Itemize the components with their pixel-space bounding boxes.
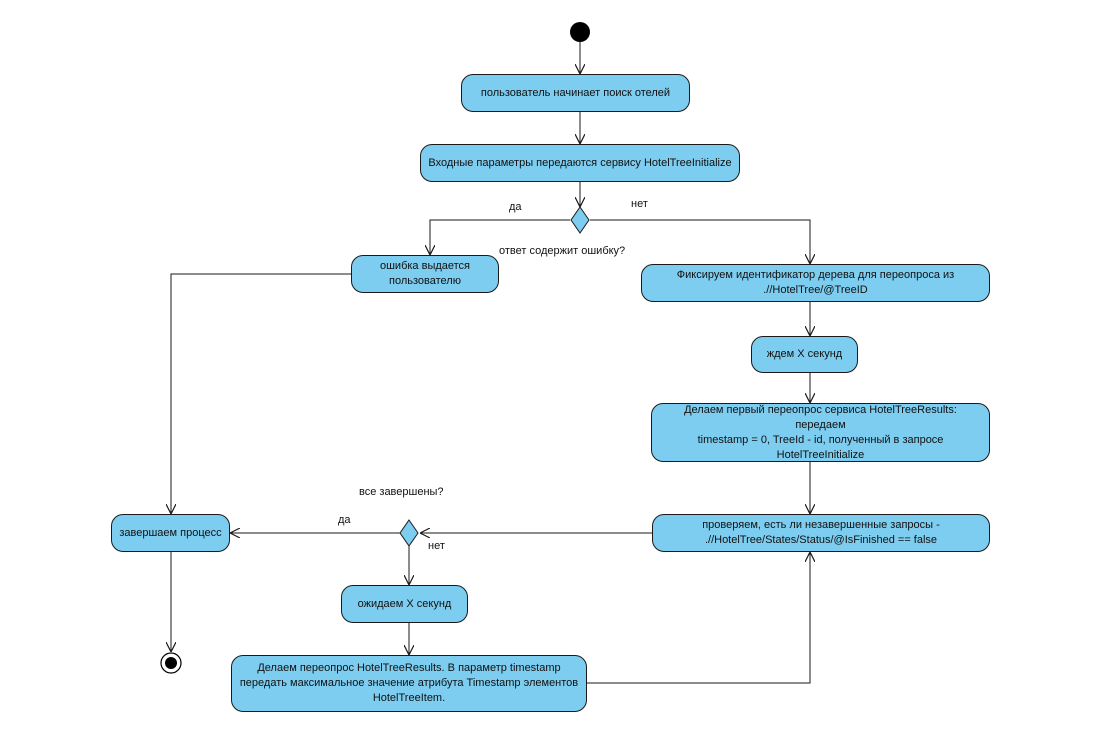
- node-pass-params: Входные параметры передаются сервису Hot…: [420, 144, 740, 182]
- edge-decision1-no: [590, 219, 810, 264]
- start-node: [570, 22, 590, 42]
- decision-all-finished-diamond: [399, 519, 419, 547]
- node-wait-x-seconds-2: ожидаем X секунд: [341, 585, 468, 623]
- end-node-inner: [165, 657, 177, 669]
- node-start-search: пользователь начинает поиск отелей: [461, 74, 690, 112]
- edge-repoll-to-check: [587, 552, 810, 684]
- edge-error-to-finish: [171, 273, 351, 514]
- node-first-poll: Делаем первый переопрос сервиса HotelTre…: [651, 403, 990, 462]
- decision-error-diamond: [570, 206, 590, 234]
- node-repoll: Делаем переопрос HotelTreeResults. В пар…: [231, 655, 587, 712]
- decision-all-finished-yes-label: да: [338, 514, 351, 526]
- decision-all-finished-question: все завершены?: [359, 486, 444, 498]
- decision-error-yes-label: да: [509, 201, 522, 213]
- node-error-shown: ошибка выдается пользователю: [351, 255, 499, 293]
- node-wait-x-seconds: ждем X секунд: [751, 336, 858, 373]
- decision-all-finished-no-label: нет: [428, 540, 445, 552]
- node-fix-tree-id: Фиксируем идентификатор дерева для перео…: [641, 264, 990, 302]
- edge-decision1-yes: [430, 219, 570, 255]
- node-check-unfinished: проверяем, есть ли незавершенные запросы…: [652, 514, 990, 552]
- node-finish-process: завершаем процесс: [111, 514, 230, 552]
- decision-error-no-label: нет: [631, 198, 648, 210]
- decision-error-question: ответ содержит ошибку?: [499, 245, 626, 257]
